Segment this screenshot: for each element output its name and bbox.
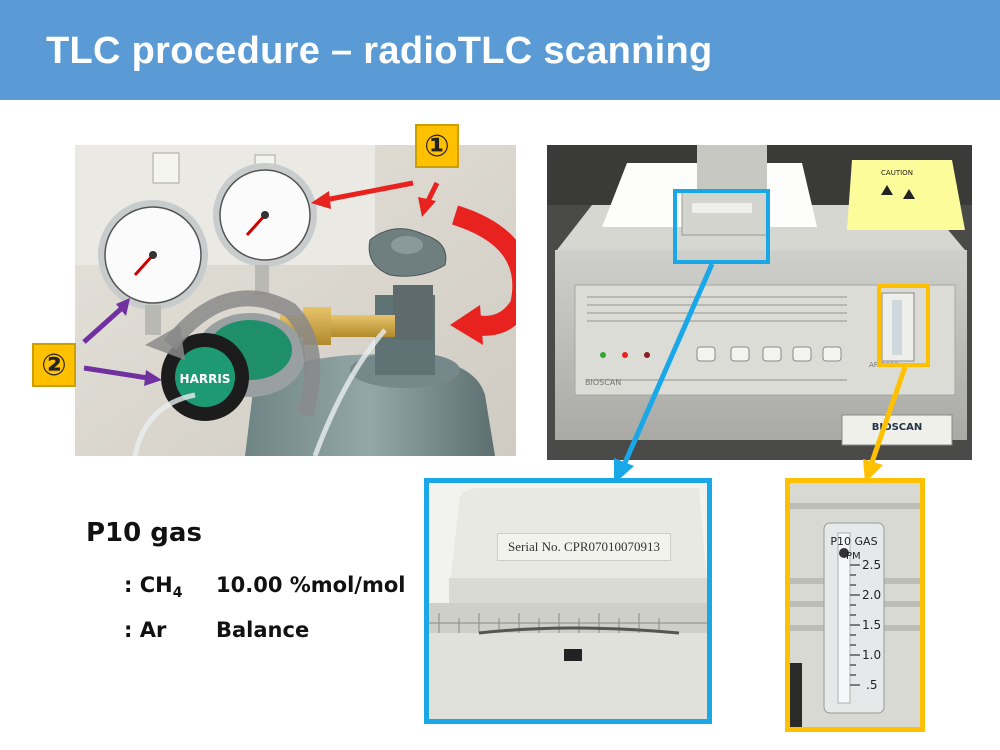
step-1-badge: ① — [415, 124, 459, 168]
blue-connector-arrow — [614, 262, 715, 484]
flowmeter-tick-3: 1.0 — [862, 648, 881, 662]
scanner-label-plate: BIOSCAN — [872, 422, 923, 433]
svg-text:CAUTION: CAUTION — [881, 169, 913, 177]
flowmeter-tick-0: 2.5 — [862, 558, 881, 572]
gas-component-symbol: CH — [139, 573, 173, 597]
flowmeter-header: P10 GAS — [830, 535, 877, 548]
regulator-photo: HARRIS — [75, 145, 516, 456]
step-2-badge: ② — [32, 343, 76, 387]
flowmeter-tick-1: 2.0 — [862, 588, 881, 602]
gas-component-value: Balance — [216, 618, 310, 642]
gas-component-value: 10.00 %mol/mol — [216, 573, 406, 597]
orange-connector-arrow — [863, 366, 908, 483]
serial-inset: Serial No. CPR07010070913 — [424, 478, 712, 724]
purple-arrows — [82, 298, 162, 386]
gas-title: P10 gas — [86, 518, 202, 548]
gas-component-prefix: : — [124, 573, 140, 597]
regulator-brand-label: HARRIS — [180, 372, 231, 386]
slide-title: TLC procedure – radioTLC scanning — [46, 30, 713, 72]
scanner-photo: CAUTION BIOSCAN AR-2000 BIOSCAN — [547, 145, 972, 460]
flowmeter-highlight-box — [877, 284, 930, 367]
gas-component-symbol: Ar — [139, 618, 167, 642]
flowmeter-inset: P10 GAS PM 2.5 2.0 1.5 1.0 .5 — [785, 478, 925, 732]
gas-component-prefix: : — [124, 618, 140, 642]
gas-component-subscript: 4 — [172, 585, 183, 601]
gas-component-name: : Ar — [124, 618, 216, 642]
flowmeter-tick-4: .5 — [866, 678, 877, 692]
scanner-brand-text: BIOSCAN — [585, 378, 621, 387]
flowmeter-tick-2: 1.5 — [862, 618, 881, 632]
serial-highlight-box — [673, 189, 770, 264]
flowmeter-unit: PM — [846, 551, 861, 562]
gas-component-name: : CH4 — [124, 573, 216, 601]
serial-number-label: Serial No. CPR07010070913 — [497, 533, 672, 561]
title-bar: TLC procedure – radioTLC scanning — [0, 0, 1000, 100]
